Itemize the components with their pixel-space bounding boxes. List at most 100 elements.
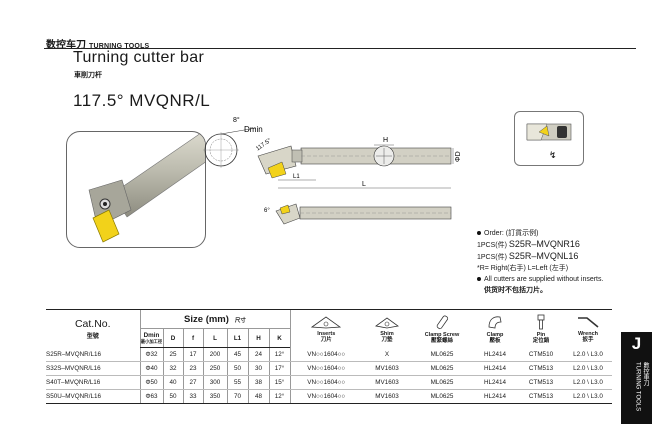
- cell-insert: VN○○1604○○: [289, 361, 362, 376]
- angle2-label: 117.5°: [255, 137, 273, 152]
- cell-f: 17: [182, 347, 203, 362]
- clamp-screw-icon: [436, 315, 449, 329]
- cell-dmin: Φ63: [139, 389, 163, 404]
- side-tab-en: TURNING TOOLS: [634, 362, 641, 412]
- cell-l1: 55: [226, 375, 248, 390]
- cell-pin: CTM513: [518, 361, 564, 376]
- header-divider: [44, 48, 636, 49]
- clamp-screw-header-cn: 壓緊螺絲: [430, 337, 453, 344]
- cell-h: 48: [247, 389, 269, 404]
- cell-dmin: Φ50: [139, 375, 163, 390]
- cell-k: 15°: [268, 375, 290, 390]
- cell-screw: ML0625: [412, 361, 472, 376]
- bullet-icon: [477, 277, 481, 282]
- pin-icon: [537, 314, 545, 330]
- col-l1: L1: [226, 328, 248, 348]
- cell-f: 33: [182, 389, 203, 404]
- size-header: Size (mm) 尺寸: [139, 309, 290, 329]
- cell-shim: MV1603: [362, 375, 412, 390]
- clamp-icon: [488, 316, 502, 329]
- cell-d: 40: [162, 375, 183, 390]
- cell-catno: S25R–MVQNR/L16: [46, 347, 140, 362]
- catno-header: Cat.No.型號: [46, 309, 140, 348]
- col-h: H: [247, 328, 269, 348]
- cell-clamp: HL2414: [472, 347, 518, 362]
- tool-photo-illustration: [88, 132, 205, 243]
- cell-shim: X: [362, 347, 412, 362]
- cell-pin: CTM513: [518, 375, 564, 390]
- cell-wrench: L2.0 \ L3.0: [564, 375, 612, 390]
- cell-screw: ML0625: [412, 389, 472, 404]
- cell-k: 12°: [268, 347, 290, 362]
- order-example: Order: (訂貨示例) 1PCS(件) S25R–MVQNR16 1PCS(…: [477, 228, 603, 296]
- cell-h: 30: [247, 361, 269, 376]
- cell-wrench: L2.0 \ L3.0: [564, 389, 612, 404]
- col-k: K: [268, 328, 290, 348]
- insert-detail-inset: ↯: [514, 111, 584, 166]
- order-code-2: S25R–MVQNL16: [508, 251, 579, 261]
- section-header-cn: 数控车刀: [46, 40, 86, 51]
- dimension-diagram: 8° Dmin H ΦD 117.5° L1 L 6°: [203, 116, 462, 225]
- side-tab-cn: 數控車刀: [642, 362, 648, 386]
- l-label: L: [362, 181, 366, 188]
- product-photo: [66, 131, 206, 248]
- insert-header-cn: 刀片: [320, 336, 332, 343]
- size-label: Size (mm): [184, 313, 229, 325]
- dmin-label: Dmin: [244, 125, 263, 134]
- page-title: Turning cutter bar: [73, 49, 205, 66]
- cell-h: 24: [247, 347, 269, 362]
- cell-k: 17°: [268, 361, 290, 376]
- cell-insert: VN○○1604○○: [289, 375, 362, 390]
- insert-header-en: Inserts: [317, 330, 336, 337]
- order-qty-2: 1PCS(件): [477, 254, 507, 261]
- col-dmin-sub: 最小加工径: [140, 338, 163, 344]
- bullet-icon: [477, 231, 481, 236]
- clamp-header-cn: 壓板: [489, 337, 501, 344]
- cell-l: 200: [202, 347, 227, 362]
- wrench-header-cn: 扳手: [582, 336, 594, 343]
- cell-l: 250: [202, 361, 227, 376]
- scale-glyph: ↯: [549, 150, 557, 160]
- cell-catno: S50U–MVQNR/L16: [46, 389, 140, 404]
- catno-cn: 型號: [86, 333, 99, 340]
- cell-h: 38: [247, 375, 269, 390]
- cell-d: 25: [162, 347, 183, 362]
- insert-detail-illustration: ↯: [526, 123, 572, 160]
- cell-k: 12°: [268, 389, 290, 404]
- angle-label: 8°: [233, 116, 240, 124]
- section-header-en: TURNING TOOLS: [89, 43, 150, 50]
- shim-header-en: Shim: [380, 330, 394, 337]
- cell-insert: VN○○1604○○: [289, 347, 362, 362]
- cell-shim: MV1603: [362, 389, 412, 404]
- cell-l: 350: [202, 389, 227, 404]
- size-cn: 尺寸: [234, 317, 246, 324]
- d-label: ΦD: [455, 151, 462, 162]
- l1-label: L1: [293, 174, 300, 180]
- col-dmin-label: Dmin: [143, 331, 160, 339]
- model-heading: 117.5° MVQNR/L: [73, 91, 211, 110]
- cell-catno: S40T–MVQNR/L16: [46, 375, 140, 390]
- cell-f: 27: [182, 375, 203, 390]
- col-d: D: [162, 328, 183, 348]
- cell-f: 23: [182, 361, 203, 376]
- order-note-cutters: All cutters are supplied without inserts…: [484, 276, 604, 283]
- h-label: H: [383, 137, 388, 144]
- col-f: f: [182, 328, 203, 348]
- technical-drawing: 8° Dmin H ΦD 117.5° L1 L 6°: [196, 108, 476, 253]
- shim-header-cn: 刀墊: [381, 336, 393, 343]
- shim-icon: [375, 317, 399, 329]
- k-label: 6°: [264, 208, 270, 214]
